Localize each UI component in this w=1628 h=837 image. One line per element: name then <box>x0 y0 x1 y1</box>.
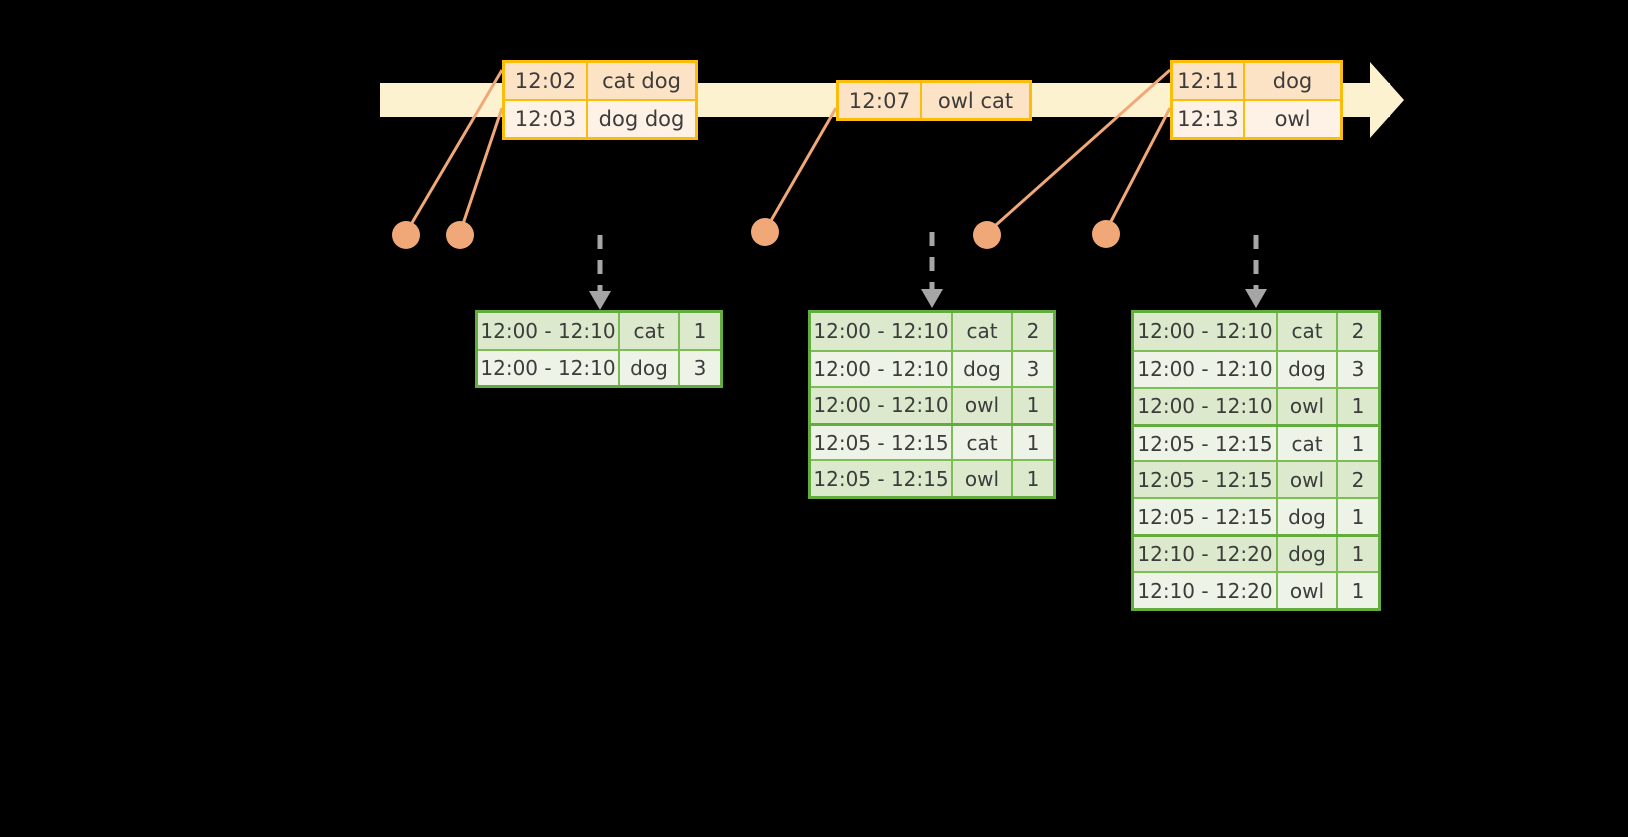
count-cell: 1 <box>1351 431 1365 456</box>
event-row: 12:13 owl <box>1173 99 1340 137</box>
event-row: 12:11 dog <box>1173 63 1340 99</box>
table-row: 12:00 - 12:10 cat 2 <box>1134 313 1378 350</box>
count-cell: 1 <box>1026 466 1040 491</box>
table-row: 12:05 - 12:15 owl 1 <box>811 459 1053 496</box>
count-cell: 1 <box>1351 394 1365 419</box>
window-cell: 12:00 - 12:10 <box>478 350 620 385</box>
table-row: 12:10 - 12:20 owl 1 <box>1134 571 1378 608</box>
event-group-3[interactable]: 12:11 dog 12:13 owl <box>1170 60 1343 140</box>
window-cell: 12:10 - 12:20 <box>1134 573 1278 608</box>
count-cell: 1 <box>1351 578 1365 603</box>
word-cell: cat <box>953 425 1013 460</box>
count-cell: 3 <box>1351 357 1365 382</box>
word-cell: dog <box>1278 499 1338 535</box>
window-cell: 12:00 - 12:10 <box>1134 351 1278 387</box>
connector-line-2 <box>458 107 504 234</box>
event-dot-4 <box>973 221 1001 249</box>
flow-arrow-head-3 <box>1245 289 1267 308</box>
table-row: 12:00 - 12:10 dog 3 <box>1134 349 1378 387</box>
flow-arrow-head-2 <box>921 289 943 308</box>
count-cell: 2 <box>1026 319 1040 344</box>
flow-arrow-head-1 <box>589 291 611 310</box>
event-group-1[interactable]: 12:02 cat dog 12:03 dog dog <box>502 60 698 140</box>
window-cell: 12:05 - 12:15 <box>811 425 953 460</box>
word-cell: dog <box>620 350 680 385</box>
event-words: cat dog <box>602 69 681 93</box>
window-cell: 12:00 - 12:10 <box>1134 313 1278 350</box>
window-cell: 12:00 - 12:10 <box>811 351 953 387</box>
event-words: dog dog <box>598 107 685 131</box>
result-table-1[interactable]: 12:00 - 12:10 cat 1 12:00 - 12:10 dog 3 <box>475 310 723 388</box>
event-time: 12:03 <box>505 101 588 137</box>
table-row: 12:00 - 12:10 owl 1 <box>1134 386 1378 424</box>
word-cell: owl <box>1278 573 1338 608</box>
event-dot-2 <box>446 221 474 249</box>
event-row: 12:07 owl cat <box>839 83 1029 118</box>
event-words: owl cat <box>937 88 1014 113</box>
connector-line-3 <box>763 107 838 232</box>
event-group-2[interactable]: 12:07 owl cat <box>836 80 1032 121</box>
window-cell: 12:05 - 12:15 <box>811 461 953 496</box>
result-table-2[interactable]: 12:00 - 12:10 cat 2 12:00 - 12:10 dog 3 … <box>808 310 1056 499</box>
count-cell: 1 <box>1026 430 1040 455</box>
word-cell: owl <box>1278 462 1338 498</box>
table-row: 12:00 - 12:10 owl 1 <box>811 386 1053 423</box>
count-cell: 3 <box>1026 356 1040 381</box>
word-cell: dog <box>1278 351 1338 387</box>
count-cell: 2 <box>1351 467 1365 492</box>
event-words: dog <box>1272 69 1313 93</box>
event-dot-3 <box>751 218 779 246</box>
window-cell: 12:05 - 12:15 <box>1134 499 1278 535</box>
count-cell: 1 <box>1026 393 1040 418</box>
window-cell: 12:00 - 12:10 <box>1134 388 1278 424</box>
event-row: 12:02 cat dog <box>505 63 695 99</box>
event-time: 12:11 <box>1173 63 1245 99</box>
table-row: 12:00 - 12:10 dog 3 <box>478 348 720 385</box>
word-cell: cat <box>1278 313 1338 350</box>
table-row: 12:00 - 12:10 cat 2 <box>811 313 1053 350</box>
window-cell: 12:05 - 12:15 <box>1134 462 1278 498</box>
table-row: 12:05 - 12:15 owl 2 <box>1134 460 1378 498</box>
table-row: 12:05 - 12:15 cat 1 <box>1134 423 1378 461</box>
count-cell: 2 <box>1351 319 1365 344</box>
window-cell: 12:00 - 12:10 <box>811 388 953 423</box>
event-time: 12:13 <box>1173 101 1245 137</box>
event-time: 12:07 <box>839 83 922 118</box>
event-dot-5 <box>1092 220 1120 248</box>
table-row: 12:05 - 12:15 dog 1 <box>1134 497 1378 535</box>
window-cell: 12:10 - 12:20 <box>1134 537 1278 572</box>
connector-line-5 <box>1104 107 1172 232</box>
window-cell: 12:00 - 12:10 <box>811 313 953 350</box>
table-row: 12:00 - 12:10 cat 1 <box>478 313 720 349</box>
count-cell: 1 <box>693 318 707 343</box>
word-cell: owl <box>1278 388 1338 424</box>
word-cell: cat <box>953 313 1013 350</box>
event-dot-1 <box>392 221 420 249</box>
event-words: owl <box>1274 107 1311 131</box>
window-cell: 12:00 - 12:10 <box>478 313 620 349</box>
window-cell: 12:05 - 12:15 <box>1134 426 1278 461</box>
event-time: 12:02 <box>505 63 588 99</box>
count-cell: 3 <box>693 355 707 380</box>
word-cell: cat <box>620 313 680 349</box>
count-cell: 1 <box>1351 504 1365 529</box>
event-row: 12:03 dog dog <box>505 99 695 137</box>
table-row: 12:05 - 12:15 cat 1 <box>811 422 1053 460</box>
table-row: 12:10 - 12:20 dog 1 <box>1134 534 1378 572</box>
word-cell: dog <box>1278 537 1338 572</box>
table-row: 12:00 - 12:10 dog 3 <box>811 349 1053 387</box>
word-cell: dog <box>953 351 1013 387</box>
result-table-3[interactable]: 12:00 - 12:10 cat 2 12:00 - 12:10 dog 3 … <box>1131 310 1381 611</box>
count-cell: 1 <box>1351 542 1365 567</box>
word-cell: owl <box>953 461 1013 496</box>
word-cell: cat <box>1278 426 1338 461</box>
word-cell: owl <box>953 388 1013 423</box>
